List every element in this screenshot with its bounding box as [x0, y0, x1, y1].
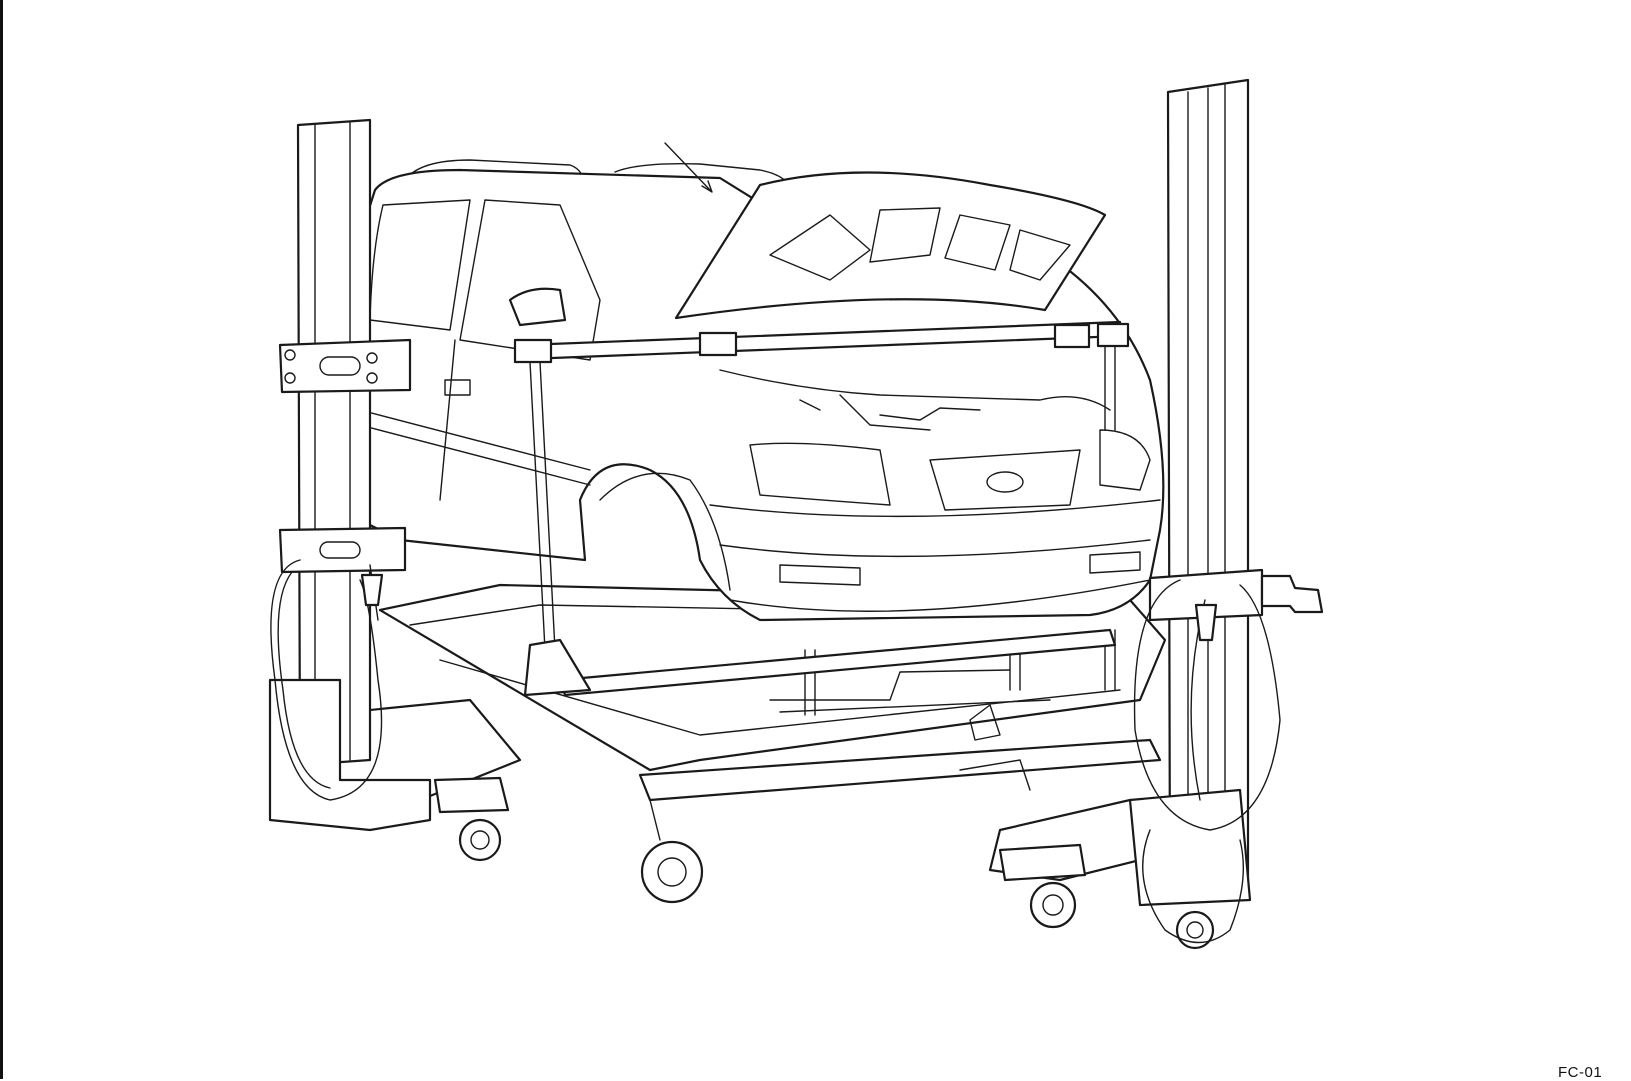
- scan-edge: [0, 0, 3, 1079]
- chain-icon: [1133, 579, 1281, 944]
- car-body-icon: [336, 142, 1165, 622]
- chain-icon: [270, 559, 384, 801]
- measuring-bridge-icon: [513, 320, 1130, 697]
- pulling-tower-icon: [268, 118, 432, 832]
- figure-code-label: FC-01: [1558, 1064, 1603, 1081]
- pulling-tower-icon: [1128, 78, 1324, 907]
- caster-wheel-icon: [458, 799, 1215, 950]
- frame-bench-icon: [268, 583, 1182, 882]
